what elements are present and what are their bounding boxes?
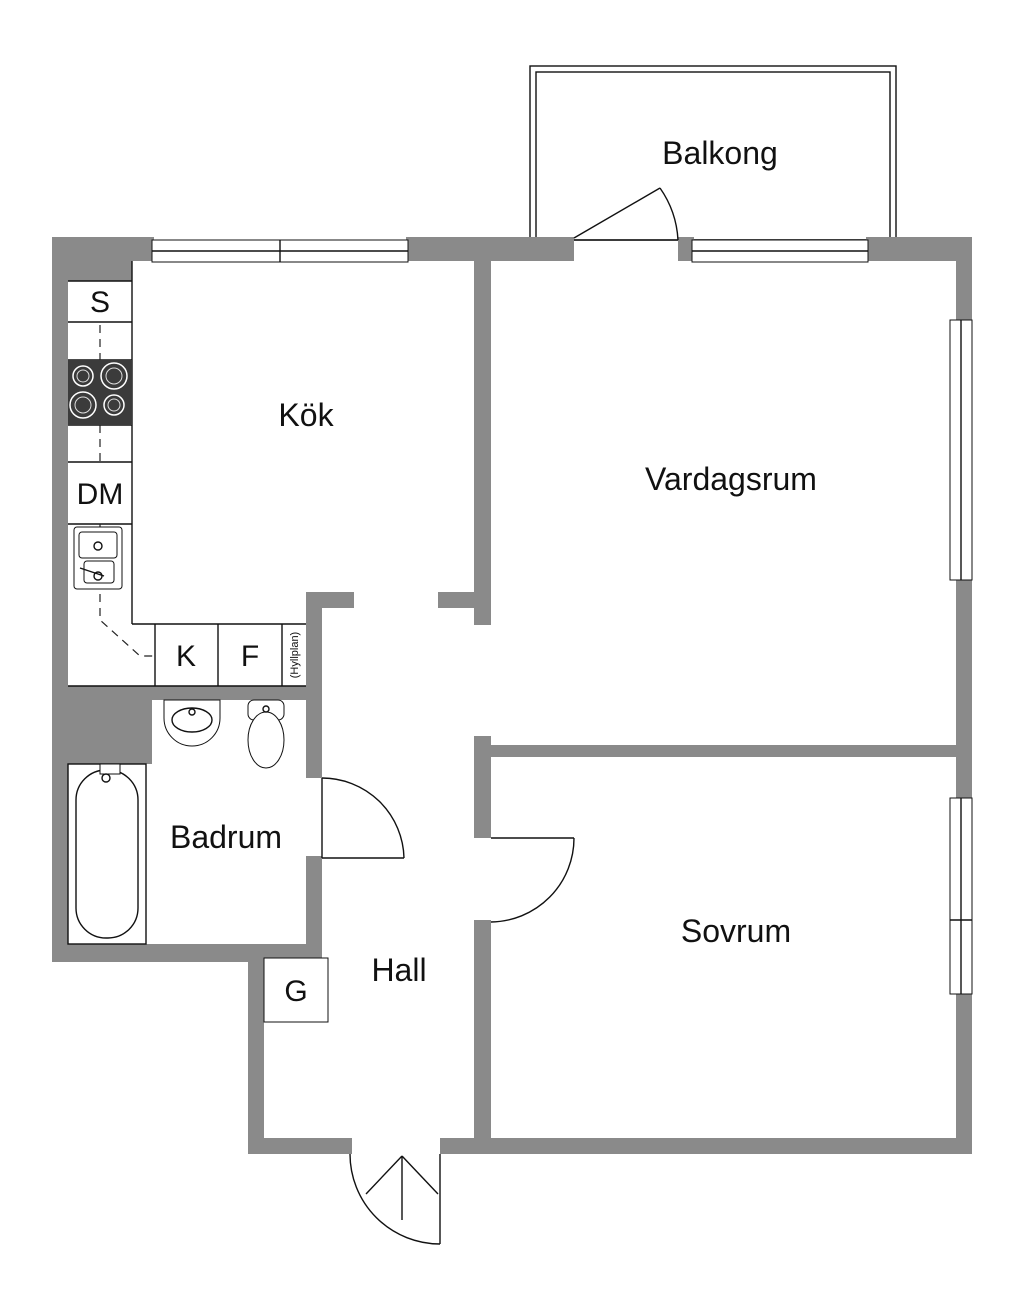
room-label-hall: Hall xyxy=(371,952,426,988)
room-label-balkong: Balkong xyxy=(662,135,778,171)
washbasin-icon xyxy=(163,699,221,747)
fixture-label-dm: DM xyxy=(77,478,124,511)
bathtub-icon xyxy=(67,763,147,945)
doors xyxy=(321,187,679,1245)
fixture-label-k: K xyxy=(176,640,196,673)
windows xyxy=(151,239,973,995)
toilet-icon xyxy=(247,699,285,769)
stove-icon xyxy=(68,360,132,425)
fixture-label-hyllplan: (Hyllplan) xyxy=(289,632,301,678)
wardrobe-box xyxy=(263,957,329,1023)
fixture-label-s: S xyxy=(90,286,110,319)
room-label-kok: Kök xyxy=(278,397,334,433)
kitchen-counter xyxy=(68,261,306,687)
fixture-label-g: G xyxy=(284,975,307,1008)
room-label-sovrum: Sovrum xyxy=(681,913,791,949)
fixture-label-f: F xyxy=(241,640,259,673)
room-label-badrum: Badrum xyxy=(170,819,282,855)
walls xyxy=(52,237,972,1154)
room-label-vardagsrum: Vardagsrum xyxy=(645,461,817,497)
